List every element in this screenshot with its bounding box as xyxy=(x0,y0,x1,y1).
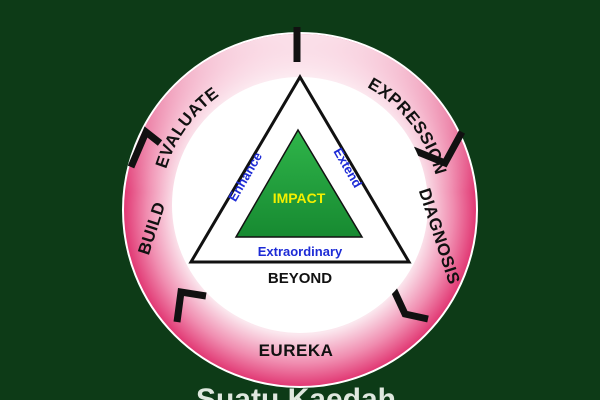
stage-dividers xyxy=(127,27,466,323)
side-label-extraordinary: Extraordinary xyxy=(258,244,343,259)
divider-upper-left xyxy=(127,126,163,169)
divider-upper-right xyxy=(411,130,466,168)
divider-lower-left xyxy=(173,287,207,323)
divider-lower-right xyxy=(388,284,429,323)
caption-text: Suatu Kaedah xyxy=(196,383,396,400)
inner-triangle xyxy=(234,128,364,238)
outer-triangle-label-beyond: BEYOND xyxy=(268,270,332,287)
center-label-impact: IMPACT xyxy=(273,190,326,206)
stage-label-eureka: EUREKA xyxy=(259,341,334,360)
